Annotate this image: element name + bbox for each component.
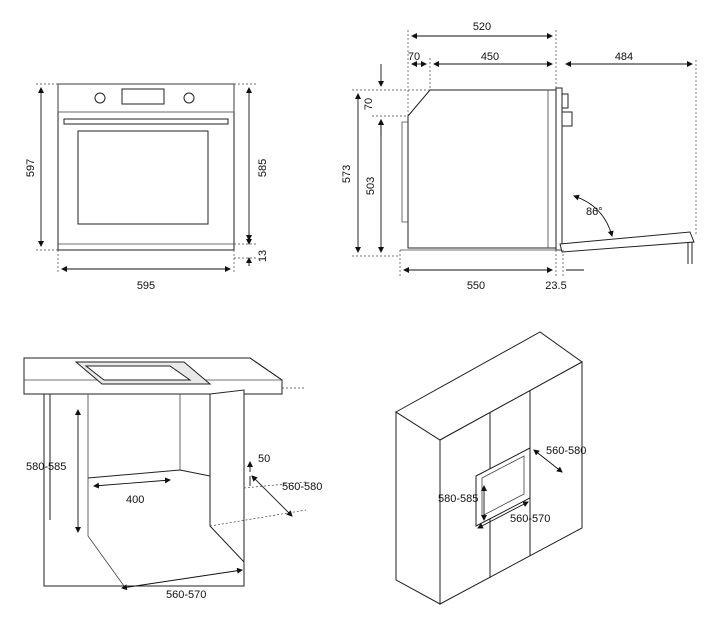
- front-height-body-label: 585: [257, 159, 269, 177]
- display-icon: [121, 88, 165, 105]
- column-niche-width-label: 560-570: [510, 513, 550, 525]
- front-width-label: 595: [137, 280, 155, 292]
- bottom-depth-label: 550: [467, 280, 485, 292]
- front-view: 597 585 13 595: [25, 83, 269, 292]
- column-niche-height-label: 580-585: [438, 493, 478, 505]
- oven-control-panel: [57, 83, 235, 113]
- door-thickness-label: 23.5: [545, 280, 566, 292]
- door-handle: [63, 118, 229, 125]
- side-height-inner-label: 503: [365, 177, 377, 195]
- ventilation-gap-label: 50: [258, 453, 270, 465]
- side-height-total-label: 573: [341, 165, 353, 183]
- depth-top-offset-label: 70: [408, 51, 420, 63]
- door-handle-side: [562, 111, 573, 127]
- oven-door-side: [555, 87, 563, 251]
- side-view: 86° 520 70 450 484 70 573 503: [341, 21, 697, 292]
- oven-door-open: [559, 231, 695, 253]
- niche-side-wall: [209, 389, 245, 564]
- control-knob-right-icon: [183, 92, 195, 104]
- depth-body-label: 450: [481, 51, 499, 63]
- front-base-height-label: 13: [257, 250, 269, 262]
- column-view: 560-580 580-585 560-570: [395, 331, 586, 605]
- niche-depth-label: 560-580: [282, 481, 322, 493]
- oven-side-body: [407, 89, 557, 249]
- top-offset-vertical-label: 70: [363, 98, 375, 110]
- column-front: [395, 411, 441, 605]
- depth-total-label: 520: [473, 21, 491, 33]
- control-knob-left-icon: [94, 92, 106, 104]
- front-height-total-label: 597: [25, 159, 37, 177]
- oven-window: [77, 130, 209, 225]
- niche-height-label: 580-585: [26, 461, 66, 473]
- door-angle-label: 86°: [586, 206, 603, 218]
- niche-width-label: 560-570: [166, 589, 206, 601]
- niche-back-wall: [87, 394, 211, 536]
- niche-back-width-label: 400: [126, 494, 144, 506]
- column-niche-depth-label: 560-580: [546, 445, 586, 457]
- door-open-reach-label: 484: [615, 51, 633, 63]
- undercounter-view: 580-585 400 50 560-580 560-570: [23, 357, 322, 601]
